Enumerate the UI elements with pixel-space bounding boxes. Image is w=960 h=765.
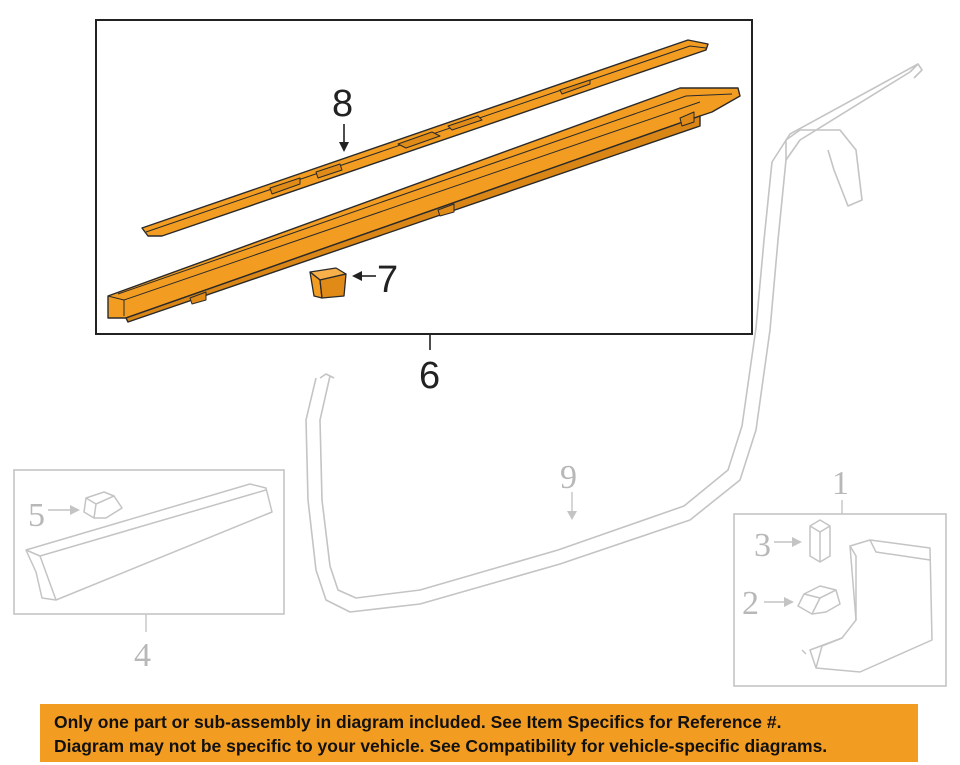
part-9-weatherstrip — [305, 63, 923, 613]
callout-9-arrowhead — [567, 511, 577, 520]
callout-3-label: 3 — [754, 527, 771, 564]
callout-8-label: 8 — [332, 83, 353, 125]
part-8-sill-plate[interactable] — [141, 39, 709, 237]
part-4-trim-panel — [25, 483, 273, 601]
disclaimer-banner: Only one part or sub-assembly in diagram… — [40, 704, 918, 762]
assembly-6-frame — [95, 19, 753, 335]
part-7-clip[interactable] — [309, 267, 347, 299]
callout-5-label: 5 — [28, 497, 45, 534]
callout-4-label: 4 — [134, 637, 151, 674]
disclaimer-line-1: Only one part or sub-assembly in diagram… — [54, 712, 782, 732]
part-5-clip — [83, 491, 123, 519]
callout-3-arrowhead — [792, 537, 802, 547]
callout-8-arrowhead — [339, 142, 349, 152]
part-2-clip — [797, 585, 841, 615]
callout-7-label: 7 — [377, 259, 398, 301]
callout-5-arrowhead — [70, 505, 80, 515]
callout-2-arrowhead — [784, 597, 794, 607]
callout-6-label: 6 — [419, 355, 440, 397]
assembly-1-frame — [733, 513, 947, 687]
callout-9-label: 9 — [560, 459, 577, 496]
callout-1-label: 1 — [832, 465, 849, 502]
callout-2-label: 2 — [742, 585, 759, 622]
callout-7-arrowhead — [352, 271, 362, 281]
part-3-clip — [809, 519, 831, 563]
part-6-sill-panel[interactable] — [107, 87, 741, 323]
part-1-corner-trim — [801, 539, 933, 673]
assembly-4-frame — [13, 469, 285, 615]
disclaimer-line-2: Diagram may not be specific to your vehi… — [54, 736, 828, 756]
